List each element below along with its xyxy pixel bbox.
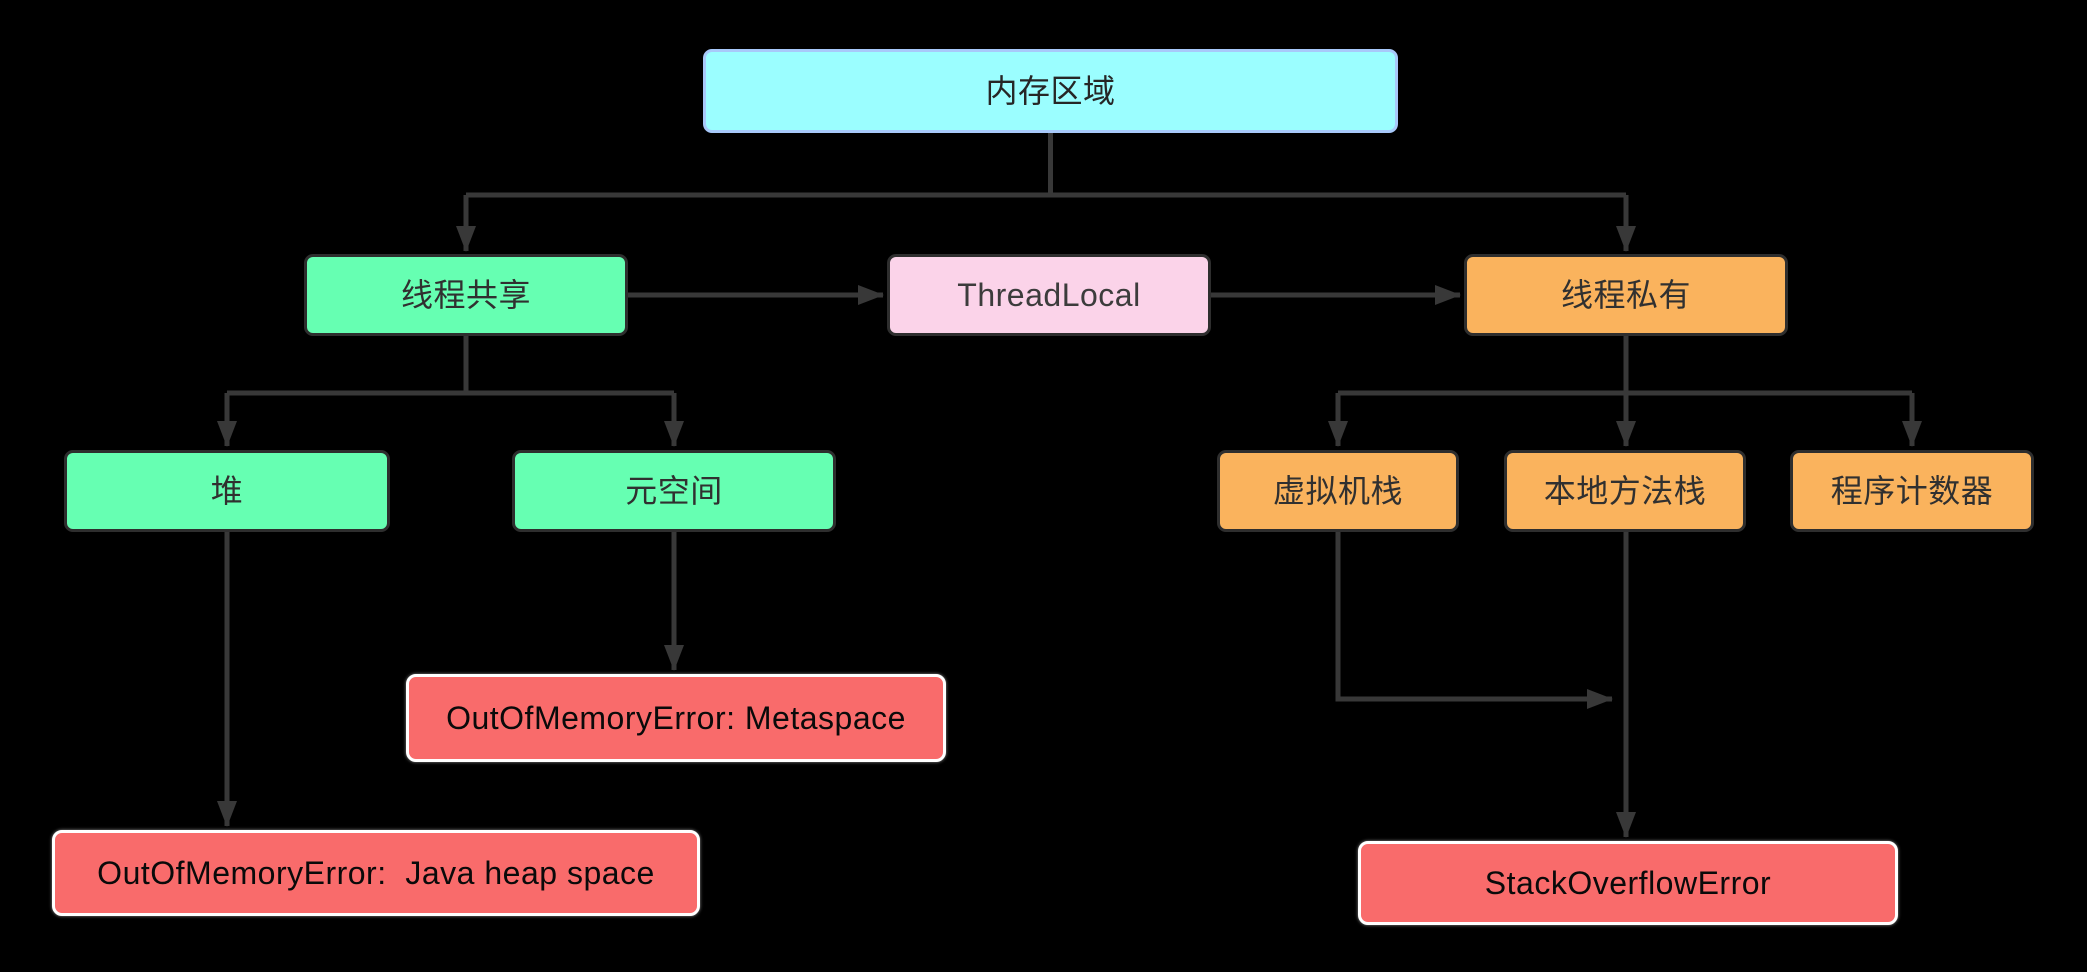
node-stack-overflow: StackOverflowError — [1358, 841, 1898, 925]
node-oom-metaspace: OutOfMemoryError: Metaspace — [406, 674, 946, 762]
node-heap: 堆 — [64, 450, 390, 532]
node-oom-heap: OutOfMemoryError: Java heap space — [52, 830, 700, 916]
node-thread-shared: 线程共享 — [304, 254, 628, 336]
edge-vm-stack-to-stack-overflow — [1335, 532, 1613, 709]
node-thread-local: ThreadLocal — [887, 254, 1211, 336]
node-program-counter: 程序计数器 — [1790, 450, 2034, 532]
node-native-method-stack: 本地方法栈 — [1504, 450, 1746, 532]
node-metaspace: 元空间 — [512, 450, 836, 532]
node-memory-area: 内存区域 — [703, 49, 1398, 133]
node-thread-private: 线程私有 — [1464, 254, 1788, 336]
node-vm-stack: 虚拟机栈 — [1217, 450, 1459, 532]
